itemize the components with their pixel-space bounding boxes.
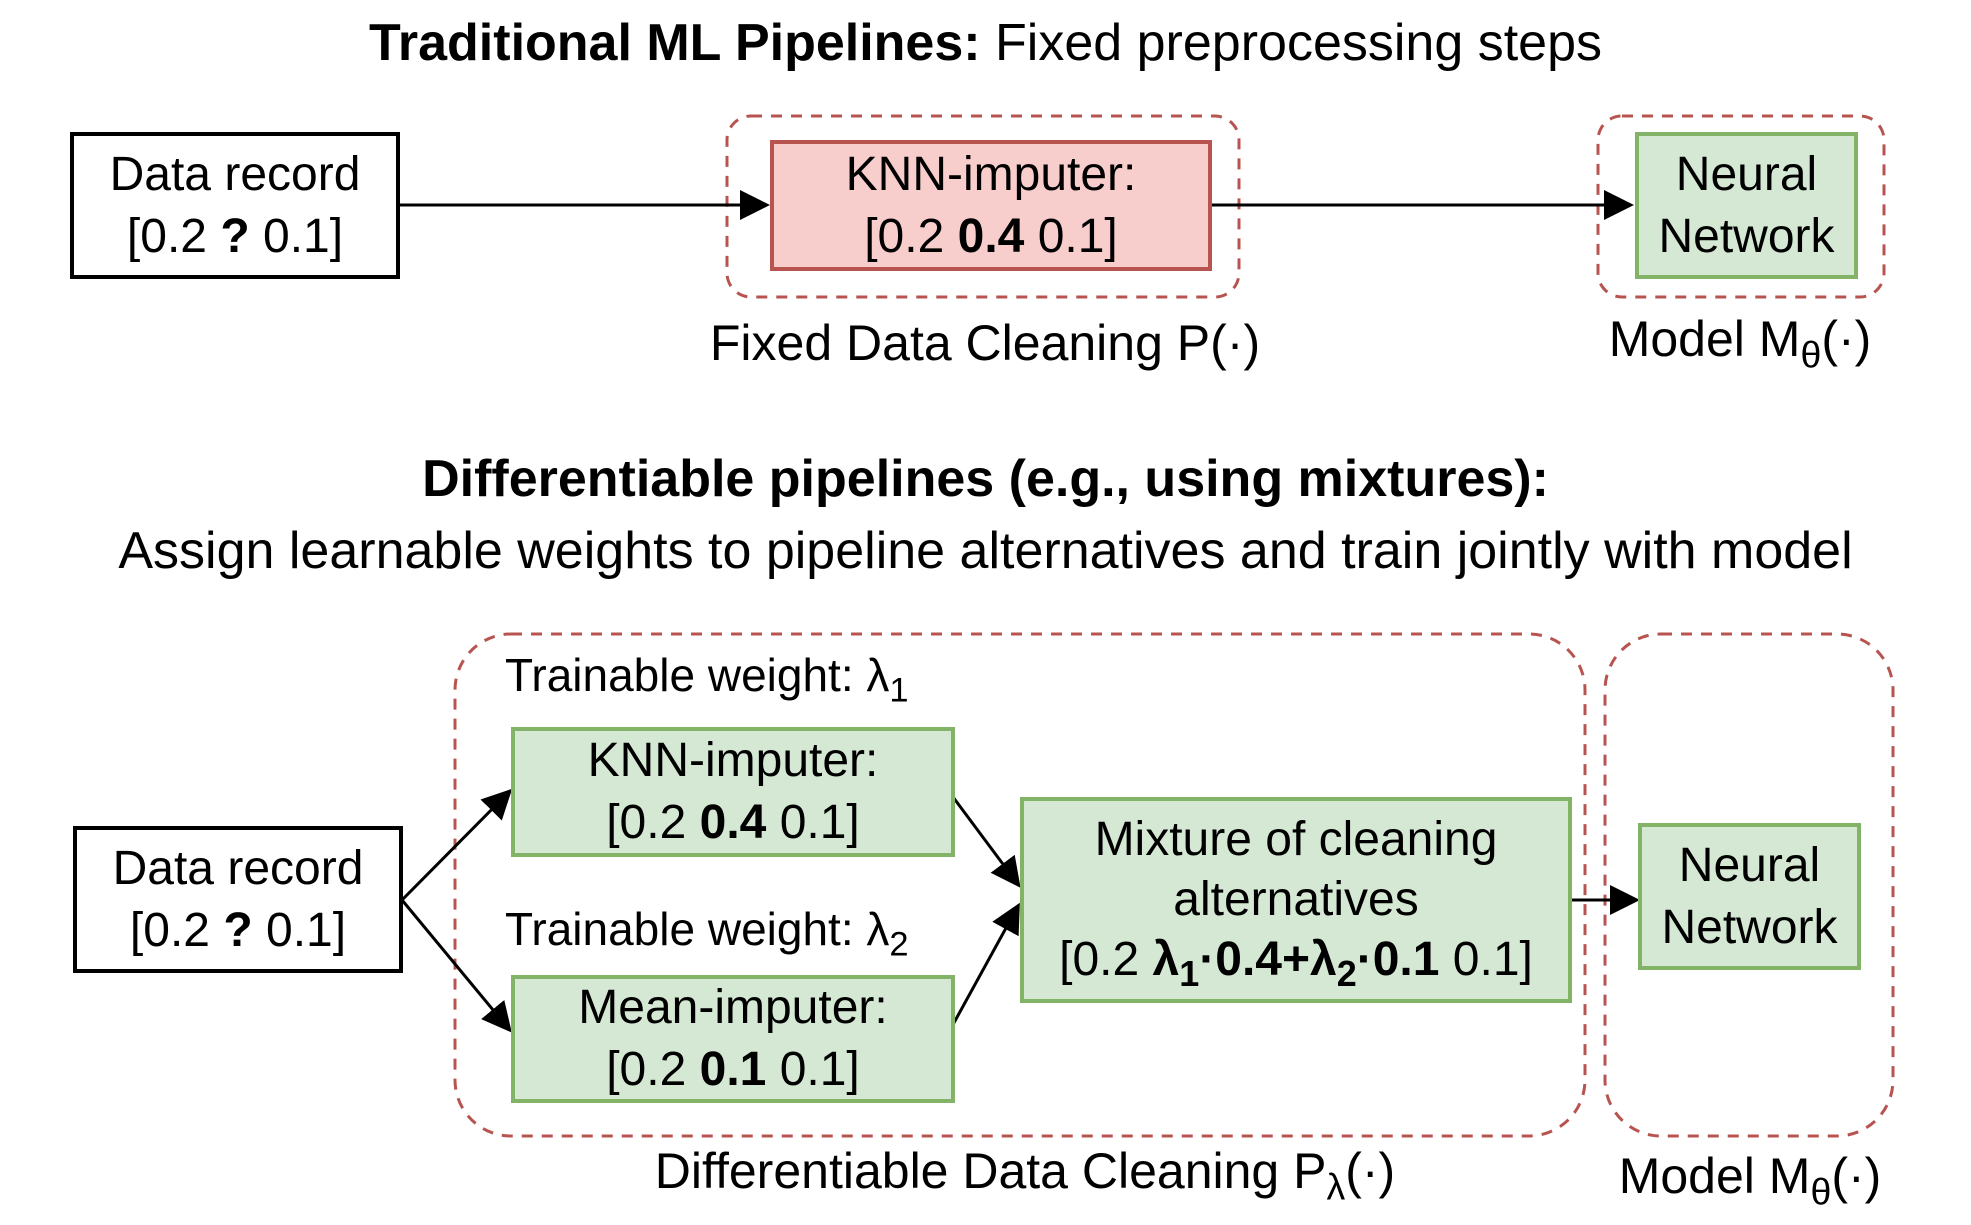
top-neural-network-box: Neural Network [1635,132,1858,279]
bottom-model-label: Model Mθ(·) [1550,1145,1950,1210]
imputed-value: 0.4 [957,209,1025,263]
vector-prefix: [0.2 [129,903,224,957]
top-title-rest: Fixed preprocessing steps [980,14,1602,72]
model-text: Model M [1618,1148,1811,1204]
weight-text: Trainable weight: λ [505,903,890,955]
knn-vector: [0.2 0.4 0.1] [864,206,1118,268]
network-line1: Neural [1678,838,1821,892]
bottom-title-line1: Differentiable pipelines (e.g., using mi… [0,446,1971,512]
vector-suffix: 0.1] [1439,933,1533,986]
mixture-box: Mixture of cleaning alternatives [0.2 λ1… [1020,797,1572,1003]
knn-vector: [0.2 0.4 0.1] [606,792,860,854]
term-2: ·0.1 [1356,933,1440,986]
mixture-vector: [0.2 λ1·0.4+λ2·0.1 0.1] [1059,930,1533,991]
network-line1: Neural [1675,147,1818,201]
bottom-title-line2: Assign learnable weights to pipeline alt… [118,522,1853,580]
lambda-1-subscript: 1 [1179,952,1200,994]
model-tail: (·) [1831,1148,1882,1204]
cleaning-text: Differentiable Data Cleaning P [654,1143,1327,1199]
lambda-subscript: 2 [889,925,909,964]
vector-suffix: 0.1] [249,209,344,263]
vector-prefix: [0.2 [126,209,221,263]
missing-value: ? [220,209,250,263]
mixture-expression: λ1·0.4+λ2·0.1 [1152,933,1440,991]
fixed-cleaning-label: Fixed Data Cleaning P(·) [709,315,1261,371]
vector-suffix: 0.1] [766,796,860,849]
knn-label: KNN-imputer: [587,734,879,787]
data-record-vector: [0.2 ? 0.1] [127,206,343,268]
bottom-model-group [1603,632,1895,1138]
vector-prefix: [0.2 [1059,933,1153,986]
knn-label: KNN-imputer: [845,147,1137,201]
data-record-label: Data record [112,841,364,895]
mean-label: Mean-imputer: [578,981,888,1034]
model-text: Model M [1608,311,1801,367]
trainable-weight-1-label: Trainable weight: λ1 [505,646,909,708]
bottom-mean-imputer-box: Mean-imputer: [0.2 0.1 0.1] [511,975,955,1103]
differentiable-cleaning-label: Differentiable Data Cleaning Pλ(·) [560,1140,1490,1205]
vector-suffix: 0.1] [1024,209,1118,263]
vector-prefix: [0.2 [606,1043,700,1096]
differentiable-cleaning-group [453,632,1587,1138]
mixture-line1: Mixture of cleaning [1094,813,1498,866]
top-knn-imputer-box: KNN-imputer: [0.2 0.4 0.1] [770,140,1212,271]
data-record-label: Data record [109,147,361,201]
vector-prefix: [0.2 [864,209,958,263]
weight-text: Trainable weight: λ [505,649,890,701]
term-1: ·0.4+ [1199,933,1311,986]
top-model-label: Model Mθ(·) [1540,308,1940,373]
top-title-bold: Traditional ML Pipelines: [368,14,981,72]
trainable-weight-2-label: Trainable weight: λ2 [505,900,909,962]
lambda-subscript: 1 [889,671,909,710]
vector-suffix: 0.1] [766,1043,860,1096]
missing-value: ? [223,903,253,957]
network-line2: Network [1661,900,1838,954]
arrow-mean-to-mixture [948,902,1020,1031]
theta-subscript: θ [1810,1170,1832,1213]
bottom-data-record-box: Data record [0.2 ? 0.1] [73,826,403,973]
top-title: Traditional ML Pipelines: Fixed preproce… [0,10,1971,76]
mean-vector: [0.2 0.1 0.1] [606,1039,860,1101]
imputed-value: 0.1 [699,1043,767,1096]
top-data-record-box: Data record [0.2 ? 0.1] [70,132,400,279]
imputed-value: 0.4 [699,796,767,849]
model-tail: (·) [1821,311,1872,367]
cleaning-tail: (·) [1345,1143,1396,1199]
mixture-line2: alternatives [1173,873,1419,926]
bottom-knn-imputer-box: KNN-imputer: [0.2 0.4 0.1] [511,727,955,857]
vector-prefix: [0.2 [606,796,700,849]
vector-suffix: 0.1] [252,903,347,957]
network-line2: Network [1658,209,1835,263]
lambda-2: λ [1310,933,1337,986]
arrow-record-to-knn-bottom [400,788,513,902]
theta-subscript: θ [1800,333,1822,376]
arrow-record-to-mean [400,899,512,1033]
bottom-title-bold: Differentiable pipelines (e.g., using mi… [422,450,1549,508]
arrow-knn-to-mixture [948,792,1021,888]
bottom-neural-network-box: Neural Network [1638,823,1861,970]
data-record-vector: [0.2 ? 0.1] [130,900,346,962]
lambda-2-subscript: 2 [1336,952,1357,994]
lambda-1: λ [1152,933,1180,986]
lambda-subscript: λ [1326,1165,1346,1208]
